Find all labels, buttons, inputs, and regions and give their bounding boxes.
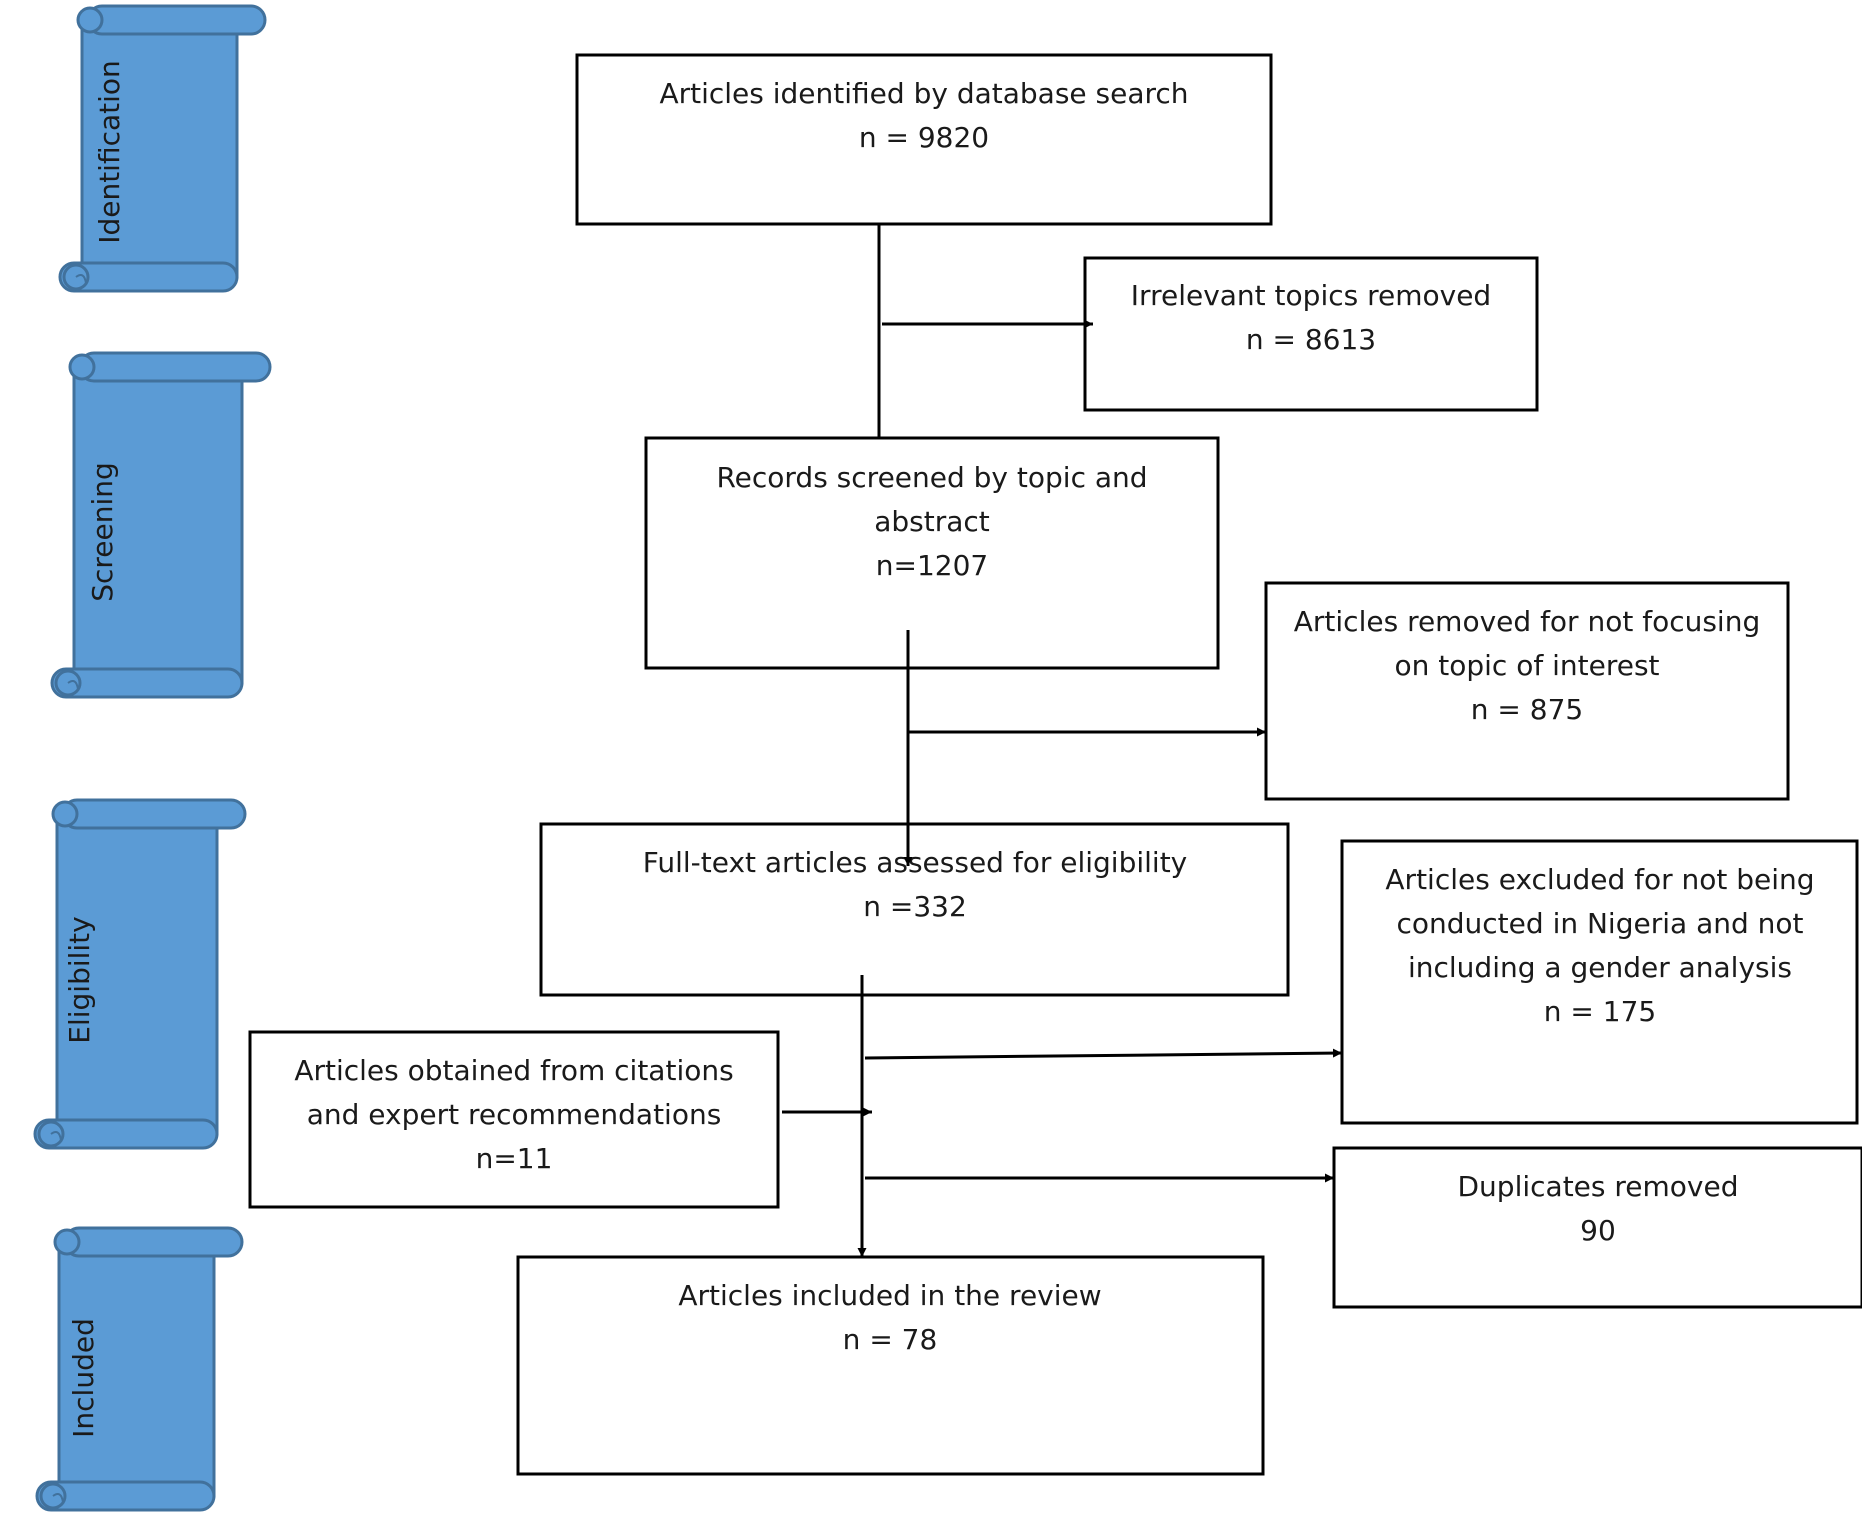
box-text-line: n=11 [476, 1142, 553, 1175]
box-text-line: Articles excluded for not being [1385, 863, 1814, 896]
box-text-line: on topic of interest [1394, 649, 1659, 682]
box-text-line: Duplicates removed [1458, 1170, 1739, 1203]
not-focusing-box-text: Articles removed for not focusing on topi… [1294, 605, 1760, 726]
stage-label-included: Included [67, 1318, 100, 1438]
box-text-line: n = 175 [1544, 995, 1656, 1028]
box-text-line: n = 78 [843, 1323, 938, 1356]
box-text-line: Full-text articles assessed for eligibil… [643, 846, 1188, 879]
citations-box [248, 1030, 780, 1209]
included-box-text: Articles included in the review n = 78 [678, 1279, 1101, 1356]
box-text-line: n = 9820 [859, 121, 989, 154]
box-text-line: n=1207 [876, 549, 988, 582]
identified-box-text: Articles identified by database search n … [659, 77, 1188, 154]
stage-scroll-screening [50, 351, 272, 699]
box-text-line: n = 8613 [1246, 323, 1376, 356]
full-text-box-text: Full-text articles assessed for eligibil… [643, 846, 1188, 923]
stage-scroll-identification [58, 4, 267, 293]
box-text-line: Articles removed for not focusing [1294, 605, 1760, 638]
box-text-line: Articles included in the review [678, 1279, 1101, 1312]
irrelevant-box [1083, 256, 1539, 412]
duplicates-box-text: Duplicates removed 90 [1458, 1170, 1739, 1247]
stage-label-screening: Screening [86, 462, 119, 602]
box-text-line: n =332 [863, 890, 967, 923]
screened-box-text: Records screened by topic and abstract n=1… [716, 461, 1147, 582]
excluded-box [1340, 839, 1859, 1125]
included-box [516, 1255, 1265, 1476]
box-text-line: Articles identified by database search [659, 77, 1188, 110]
duplicates-box [1332, 1146, 1862, 1309]
full-text-box [539, 822, 1290, 997]
not-focusing-box [1264, 581, 1790, 801]
box-text-line: Irrelevant topics removed [1131, 279, 1491, 312]
citations-box-text: Articles obtained from citations and expe… [294, 1054, 733, 1175]
box-text-line: 90 [1580, 1214, 1616, 1247]
box-text-line: including a gender analysis [1408, 951, 1792, 984]
box-text-line: abstract [874, 505, 990, 538]
stage-label-identification: Identification [93, 60, 126, 244]
excluded-box-text: Articles excluded for not being conducted… [1385, 863, 1814, 1028]
stage-scroll-included [35, 1226, 244, 1512]
box-text-line: conducted in Nigeria and not [1397, 907, 1804, 940]
box-text-line: Articles obtained from citations [294, 1054, 733, 1087]
stage-scroll-eligibility [33, 798, 247, 1150]
box-text-line: Records screened by topic and [716, 461, 1147, 494]
arrow-to-excluded [864, 1048, 1343, 1060]
box-text-line: n = 875 [1471, 693, 1583, 726]
stage-label-eligibility: Eligibility [63, 916, 96, 1043]
identified-box [575, 53, 1273, 226]
box-text-line: and expert recommendations [307, 1098, 722, 1131]
irrelevant-box-text: Irrelevant topics removed n = 8613 [1131, 279, 1491, 356]
screened-box [644, 436, 1220, 670]
